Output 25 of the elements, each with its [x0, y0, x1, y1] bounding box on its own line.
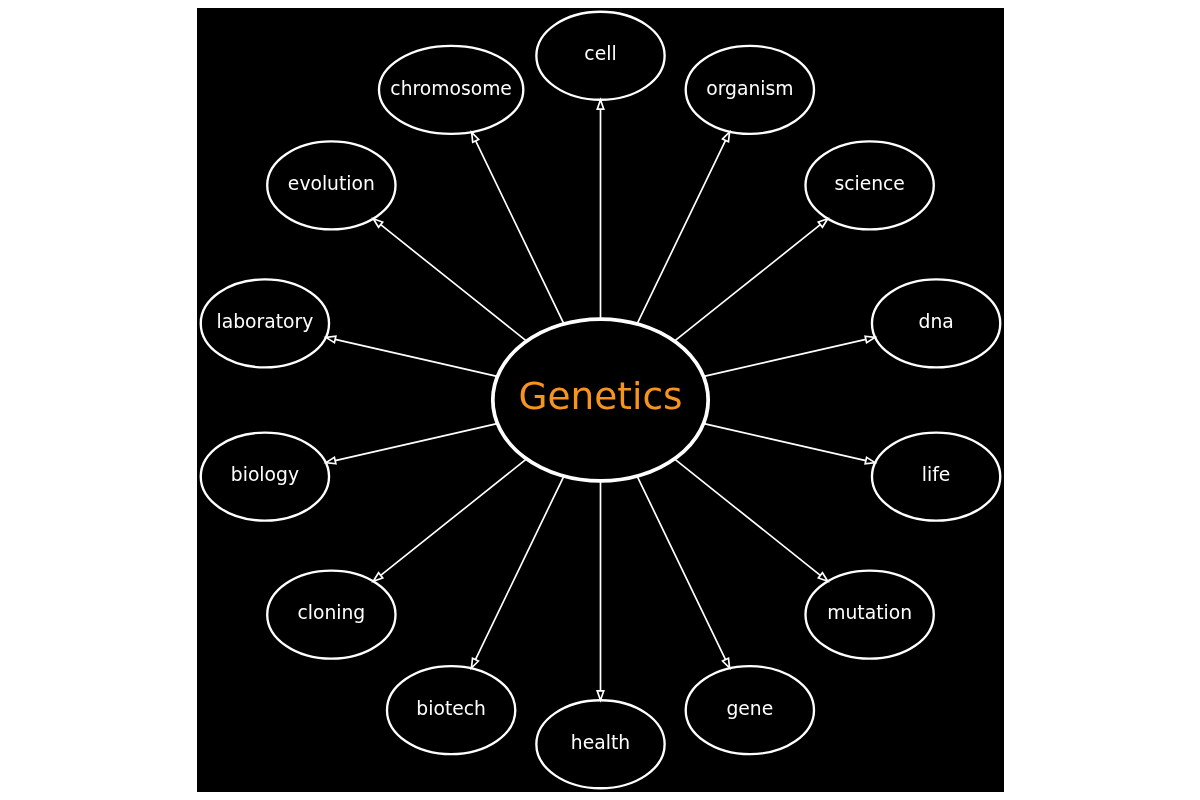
node-ellipse: health	[534, 699, 666, 790]
node-ellipse: gene	[684, 664, 815, 756]
node-ellipse: Genetics	[490, 317, 710, 483]
node-ellipse: biology	[199, 431, 330, 522]
node-ellipse: chromosome	[377, 44, 524, 135]
arrow	[635, 475, 731, 671]
node-ellipse: biotech	[385, 664, 516, 756]
arrow	[673, 458, 830, 583]
arrow	[595, 480, 605, 703]
node-ellipse: organism	[684, 44, 815, 135]
node-ellipse: cell	[534, 10, 666, 101]
node-ellipse: dna	[870, 278, 1001, 369]
arrow	[595, 97, 605, 320]
arrow	[370, 458, 527, 583]
node-ellipse: laboratory	[199, 278, 330, 369]
arrow	[702, 422, 877, 465]
arrow	[370, 217, 527, 342]
node-ellipse: life	[870, 431, 1001, 522]
arrow	[323, 335, 498, 378]
arrow	[469, 475, 565, 671]
arrow	[470, 130, 565, 325]
arrow	[635, 129, 731, 325]
arrow	[702, 335, 877, 378]
arrow	[323, 422, 498, 465]
arrow	[673, 217, 830, 342]
